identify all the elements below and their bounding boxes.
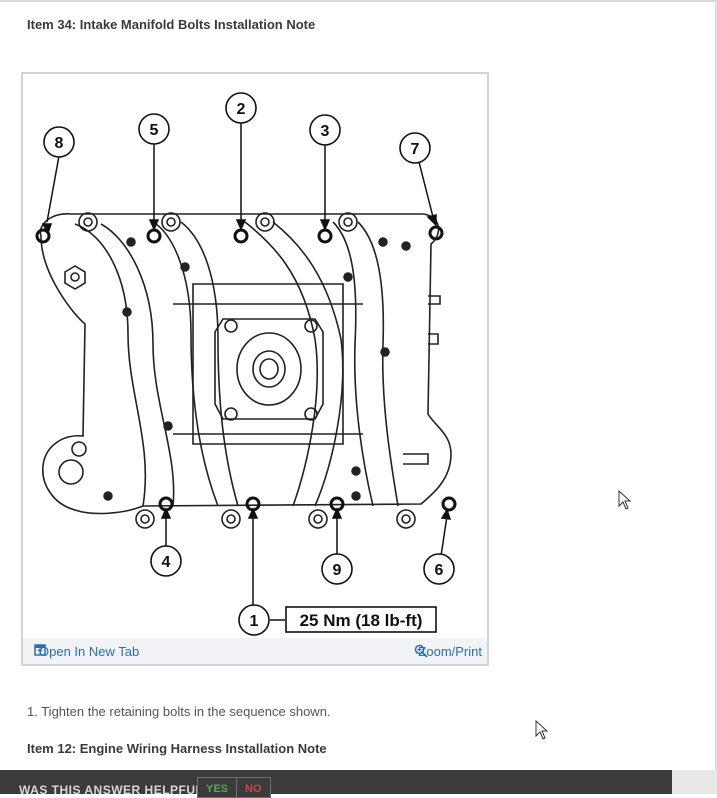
feedback-no-button[interactable]: NO: [237, 777, 271, 798]
step-1-text: 1. Tighten the retaining bolts in the se…: [27, 704, 331, 719]
callout-1: [238, 604, 270, 636]
callout-5: [138, 113, 170, 145]
callout-6: [423, 553, 455, 585]
feedback-buttons: YES NO: [197, 777, 271, 798]
callout-8-label: 8: [55, 135, 64, 152]
callout-6-label: 6: [435, 562, 444, 579]
feedback-bar: WAS THIS ANSWER HELPFUL? YES NO: [0, 770, 672, 798]
open-in-new-tab-label: Open In New Tab: [39, 644, 140, 659]
feedback-yes-button[interactable]: YES: [197, 777, 238, 798]
item34-heading: Item 34: Intake Manifold Bolts Installat…: [27, 17, 316, 32]
torque-label: 25 Nm (18 lb-ft): [300, 611, 423, 630]
mouse-cursor-icon: [618, 489, 632, 515]
intake-manifold-diagram: 8 5 2 3 7 4 9 6 1 25 Nm (18 lb-ft): [35, 92, 457, 636]
manifold-figure: 8 5 2 3 7 4 9 6 1 25 Nm (18 lb-ft) Open …: [21, 72, 489, 666]
torque-box: [285, 606, 437, 633]
callout-9: [321, 553, 353, 585]
callout-8: [43, 126, 75, 158]
callout-5-label: 5: [150, 122, 159, 139]
feedback-bar-edge: [672, 770, 717, 794]
zoom-print-link[interactable]: Zoom/Print: [414, 644, 482, 659]
callout-4: [150, 545, 182, 577]
item12-heading: Item 12: Engine Wiring Harness Installat…: [27, 741, 327, 756]
top-divider: [0, 0, 717, 2]
callout-4-label: 4: [162, 554, 171, 571]
figure-toolbar: Open In New Tab Zoom/Print: [23, 638, 487, 664]
right-scroll-edge: [715, 0, 717, 794]
callout-2: [225, 92, 257, 124]
callout-7: [399, 132, 431, 164]
callout-1-label: 1: [250, 613, 259, 630]
callout-9-label: 9: [333, 562, 342, 579]
callout-3: [309, 114, 341, 146]
callout-2-label: 2: [237, 101, 246, 118]
callout-3-label: 3: [321, 123, 330, 140]
feedback-question: WAS THIS ANSWER HELPFUL?: [19, 783, 212, 797]
mouse-cursor-icon-2: [535, 719, 549, 745]
zoom-print-label: Zoom/Print: [418, 644, 482, 659]
callout-7-label: 7: [411, 141, 420, 158]
open-in-new-tab-link[interactable]: Open In New Tab: [34, 644, 139, 659]
